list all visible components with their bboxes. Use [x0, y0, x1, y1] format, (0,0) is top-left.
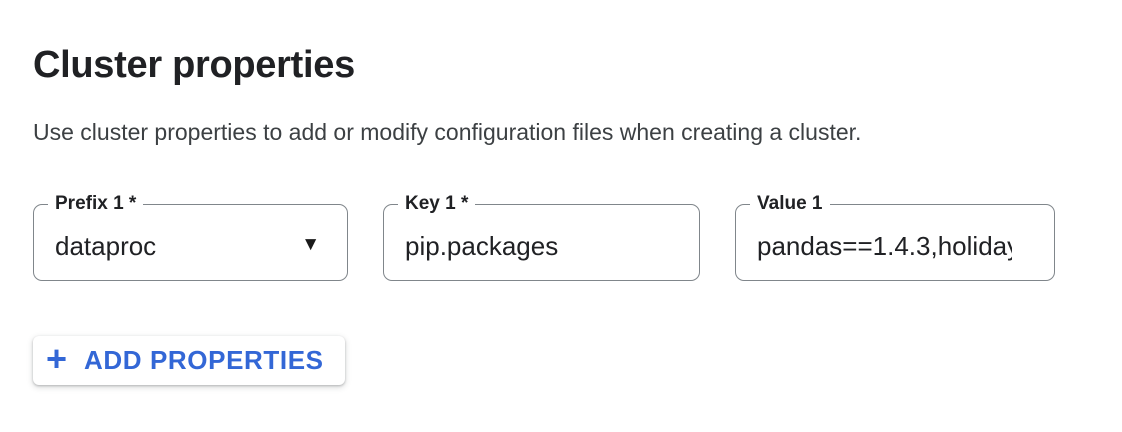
key-field: Key 1 * [383, 193, 700, 281]
key-label: Key 1 * [398, 193, 476, 214]
value-label: Value 1 [750, 193, 830, 214]
chevron-down-icon: ▼ [301, 233, 320, 255]
page-description: Use cluster properties to add or modify … [33, 119, 862, 145]
plus-icon: + [46, 337, 68, 379]
value-field: Value 1 [735, 193, 1055, 281]
add-properties-button-label: ADD PROPERTIES [84, 345, 324, 375]
page-title: Cluster properties [33, 44, 355, 87]
key-input[interactable] [405, 230, 675, 262]
prefix-select[interactable]: Prefix 1 * dataproc ▼ [33, 193, 348, 281]
add-properties-button[interactable]: + ADD PROPERTIES [33, 336, 345, 385]
property-row: Prefix 1 * dataproc ▼ Key 1 * Value 1 [33, 193, 1055, 281]
prefix-selected-value: dataproc [55, 230, 157, 261]
prefix-label: Prefix 1 * [48, 193, 144, 214]
value-input[interactable] [757, 230, 1012, 262]
